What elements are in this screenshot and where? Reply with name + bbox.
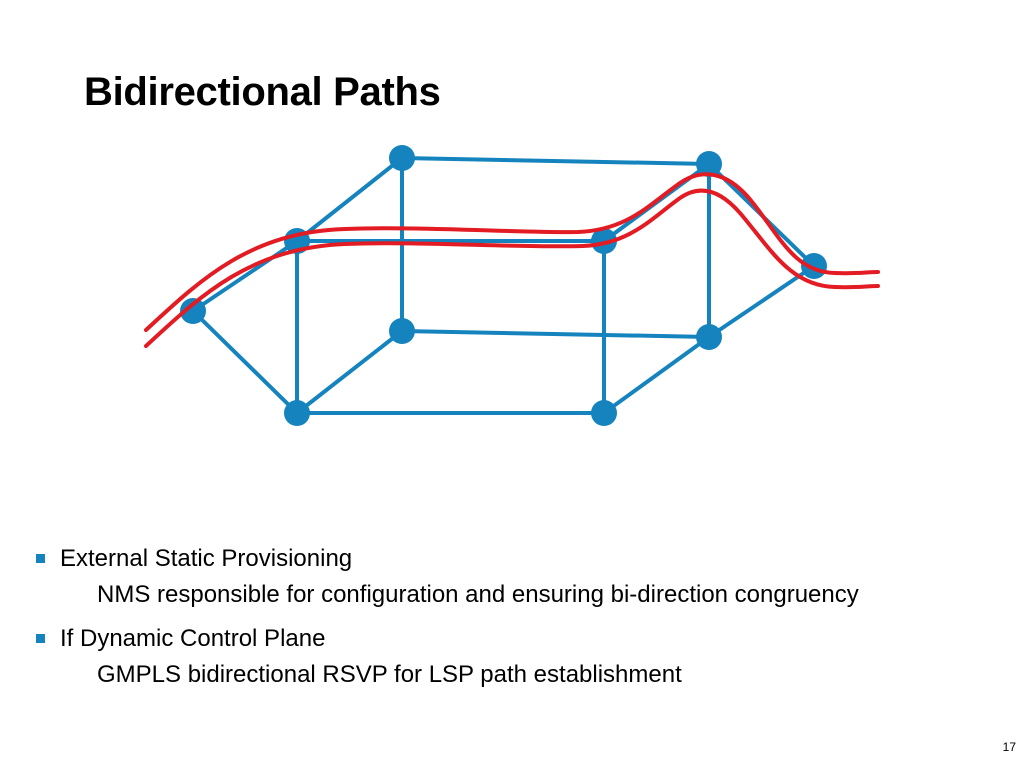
- link: [400, 156, 711, 166]
- bullet-item: If Dynamic Control Plane GMPLS bidirecti…: [36, 622, 1016, 694]
- bullet-subtext: NMS responsible for configuration and en…: [97, 581, 859, 608]
- link: [295, 329, 404, 415]
- network-diagram: [144, 145, 880, 426]
- network-node: [696, 324, 722, 350]
- bullet-text: If Dynamic Control Plane: [60, 625, 326, 652]
- link: [295, 156, 404, 243]
- bullet-text: External Static Provisioning: [60, 545, 353, 572]
- network-node: [591, 228, 617, 254]
- bullet-item: External Static Provisioning NMS respons…: [36, 542, 1016, 614]
- network-node: [696, 151, 722, 177]
- bullet-subtext: GMPLS bidirectional RSVP for LSP path es…: [97, 661, 682, 688]
- link: [191, 309, 299, 415]
- network-node: [180, 298, 206, 324]
- square-bullet-icon: [36, 634, 45, 643]
- link: [602, 335, 711, 415]
- network-node: [389, 318, 415, 344]
- square-bullet-icon: [36, 554, 45, 563]
- bullet-list: External Static Provisioning NMS respons…: [36, 542, 1016, 702]
- network-nodes: [180, 145, 827, 426]
- link: [400, 329, 711, 339]
- slide-title: Bidirectional Paths: [84, 70, 441, 114]
- bidirectional-path: [144, 172, 880, 348]
- network-node: [591, 400, 617, 426]
- link: [707, 264, 816, 339]
- path-forward: [144, 172, 880, 332]
- network-node: [389, 145, 415, 171]
- link: [191, 239, 299, 313]
- path-reverse: [144, 188, 880, 348]
- slide-number: 17: [1002, 740, 1016, 754]
- network-node: [284, 400, 310, 426]
